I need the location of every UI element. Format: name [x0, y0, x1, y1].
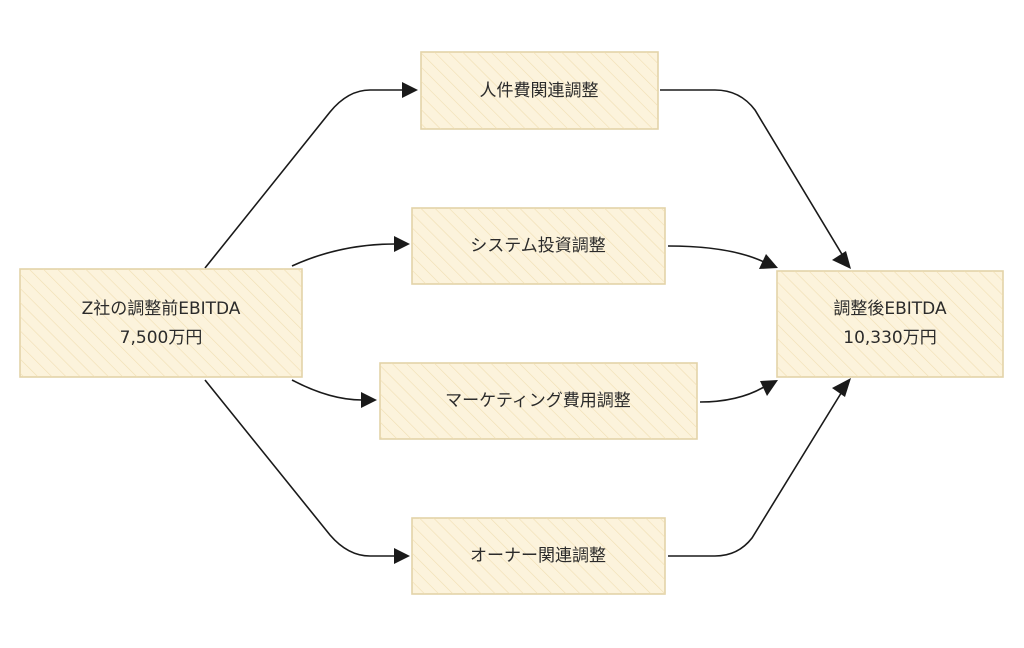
arrowhead — [760, 380, 778, 396]
edge-source-to-system — [291, 243, 396, 267]
adjustment-node-system: システム投資調整 — [411, 207, 666, 285]
source-node: Z社の調整前EBITDA 7,500万円 — [19, 268, 303, 378]
result-title: 調整後EBITDA — [833, 299, 947, 319]
arrowhead — [394, 548, 410, 564]
edge-owner-to-result — [668, 389, 844, 557]
edge-personnel-to-result — [660, 89, 844, 257]
adjustment-label: オーナー関連調整 — [470, 546, 606, 566]
adjustment-node-marketing: マーケティング費用調整 — [379, 362, 698, 440]
arrowhead — [361, 392, 377, 408]
result-value: 10,330万円 — [843, 328, 936, 348]
adjustment-node-owner: オーナー関連調整 — [411, 517, 666, 595]
adjustment-label: システム投資調整 — [470, 236, 606, 256]
arrowhead — [394, 236, 410, 252]
adjustment-node-personnel: 人件費関連調整 — [420, 51, 659, 130]
result-node: 調整後EBITDA 10,330万円 — [776, 270, 1004, 378]
edges — [204, 82, 851, 564]
edge-source-to-owner — [204, 379, 395, 557]
edge-source-to-marketing — [291, 379, 363, 401]
arrowhead — [832, 251, 851, 269]
edge-source-to-personnel — [204, 89, 405, 269]
arrowhead — [759, 254, 778, 269]
arrowhead — [402, 82, 418, 98]
source-title: Z社の調整前EBITDA — [82, 299, 241, 319]
edge-system-to-result — [667, 245, 765, 263]
adjustment-label: 人件費関連調整 — [480, 81, 599, 101]
adjustment-label: マーケティング費用調整 — [445, 391, 631, 411]
source-value: 7,500万円 — [120, 328, 203, 348]
arrowhead — [832, 378, 851, 397]
edge-marketing-to-result — [699, 386, 765, 403]
